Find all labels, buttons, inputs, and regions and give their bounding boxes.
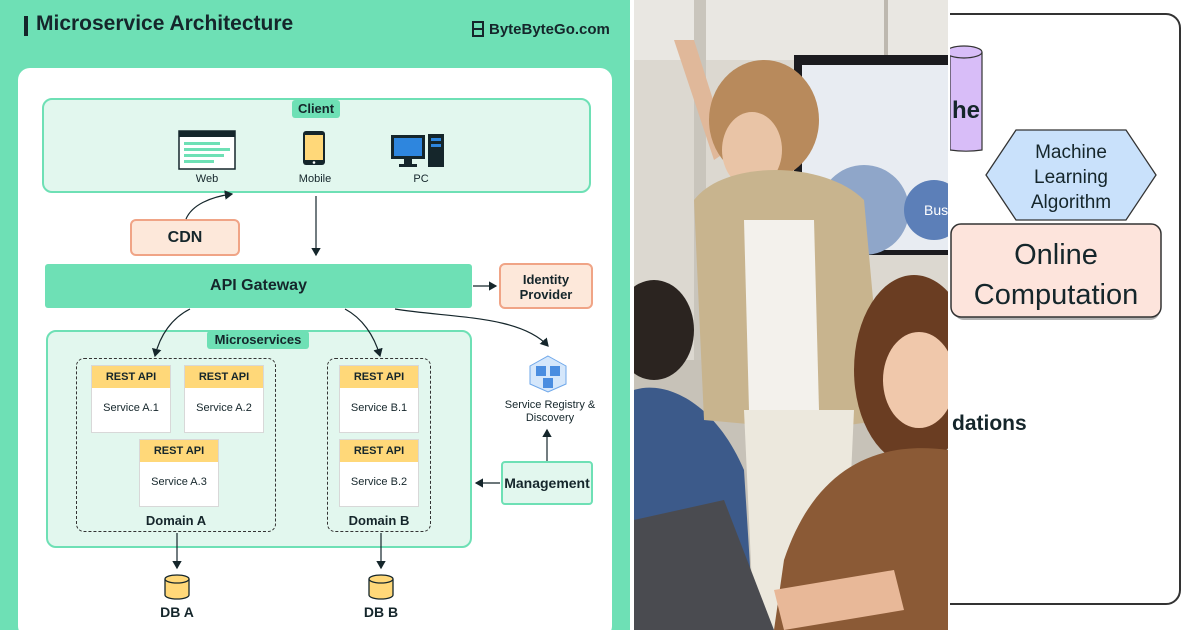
client-device-pc-label: PC — [413, 173, 429, 185]
database-b-icon — [368, 574, 394, 600]
diagram-arrows — [152, 190, 552, 570]
gateway-to-domain-a-arrow — [152, 308, 191, 358]
service-a1-card: REST API Service A.1 — [92, 366, 170, 432]
domain-b-label: Domain B — [348, 513, 410, 528]
browser-window-icon — [178, 130, 236, 170]
database-a-icon — [164, 574, 190, 600]
desktop-computer-icon — [391, 134, 444, 167]
service-a1-name: Service A.1 — [103, 402, 159, 414]
brand-name: ByteByteGo.com — [489, 21, 610, 38]
architecture-diagram-panel: Microservice Architecture ByteByteGo.com… — [0, 0, 630, 630]
service-registry-label: Service Registry & Discovery — [504, 399, 596, 424]
service-b2-name: Service B.2 — [350, 476, 408, 488]
panel-divider — [630, 0, 634, 630]
online-computation-box — [950, 223, 1162, 318]
cdn-box: CDN — [130, 219, 240, 256]
cdn-to-web-arrow — [185, 190, 234, 220]
service-b2-card: REST API Service B.2 — [340, 440, 418, 506]
identity-provider-box: Identity Provider — [499, 263, 593, 309]
service-b1-card: REST API Service B.1 — [340, 366, 418, 432]
client-device-web-label: Web — [195, 173, 219, 185]
photo-screen-text: Busi — [924, 202, 948, 218]
bytebytego-logo-icon — [472, 21, 484, 37]
cache-cylinder-icon — [950, 52, 983, 152]
title-accent-bar — [24, 16, 28, 36]
client-device-mobile-label: Mobile — [298, 173, 332, 185]
cylinder-cut-label: he — [952, 97, 980, 124]
service-a3-name: Service A.3 — [151, 476, 207, 488]
service-b1-rest-api-label: REST API — [340, 366, 418, 388]
service-registry-cubes-icon — [529, 355, 567, 393]
db-b-label: DB B — [363, 604, 399, 620]
gateway-to-registry-arrow — [394, 308, 549, 347]
db-a-label: DB A — [160, 604, 194, 620]
recommendations-cut-label: dations — [952, 412, 1027, 435]
service-a3-card: REST API Service A.3 — [140, 440, 218, 506]
gateway-to-domain-b-arrow — [344, 308, 383, 358]
service-b2-rest-api-label: REST API — [340, 440, 418, 462]
smartphone-icon — [303, 131, 325, 165]
service-a2-rest-api-label: REST API — [185, 366, 263, 388]
client-label: Client — [292, 100, 340, 118]
domain-a-label: Domain A — [145, 513, 207, 528]
api-gateway-bar: API Gateway — [45, 264, 472, 308]
service-a3-rest-api-label: REST API — [140, 440, 218, 462]
management-box: Management — [501, 461, 593, 505]
service-a1-rest-api-label: REST API — [92, 366, 170, 388]
domain-b-container — [327, 358, 431, 532]
photo-illustration: Busi — [634, 0, 948, 630]
team-celebration-photo: Busi — [634, 0, 948, 630]
diagram-title: Microservice Architecture — [36, 12, 294, 35]
service-a2-card: REST API Service A.2 — [185, 366, 263, 432]
microservices-label: Microservices — [207, 331, 309, 349]
domain-a-container — [76, 358, 276, 532]
service-a2-name: Service A.2 — [196, 402, 252, 414]
ml-algorithm-hexagon — [985, 129, 1157, 221]
service-b1-name: Service B.1 — [350, 402, 408, 414]
